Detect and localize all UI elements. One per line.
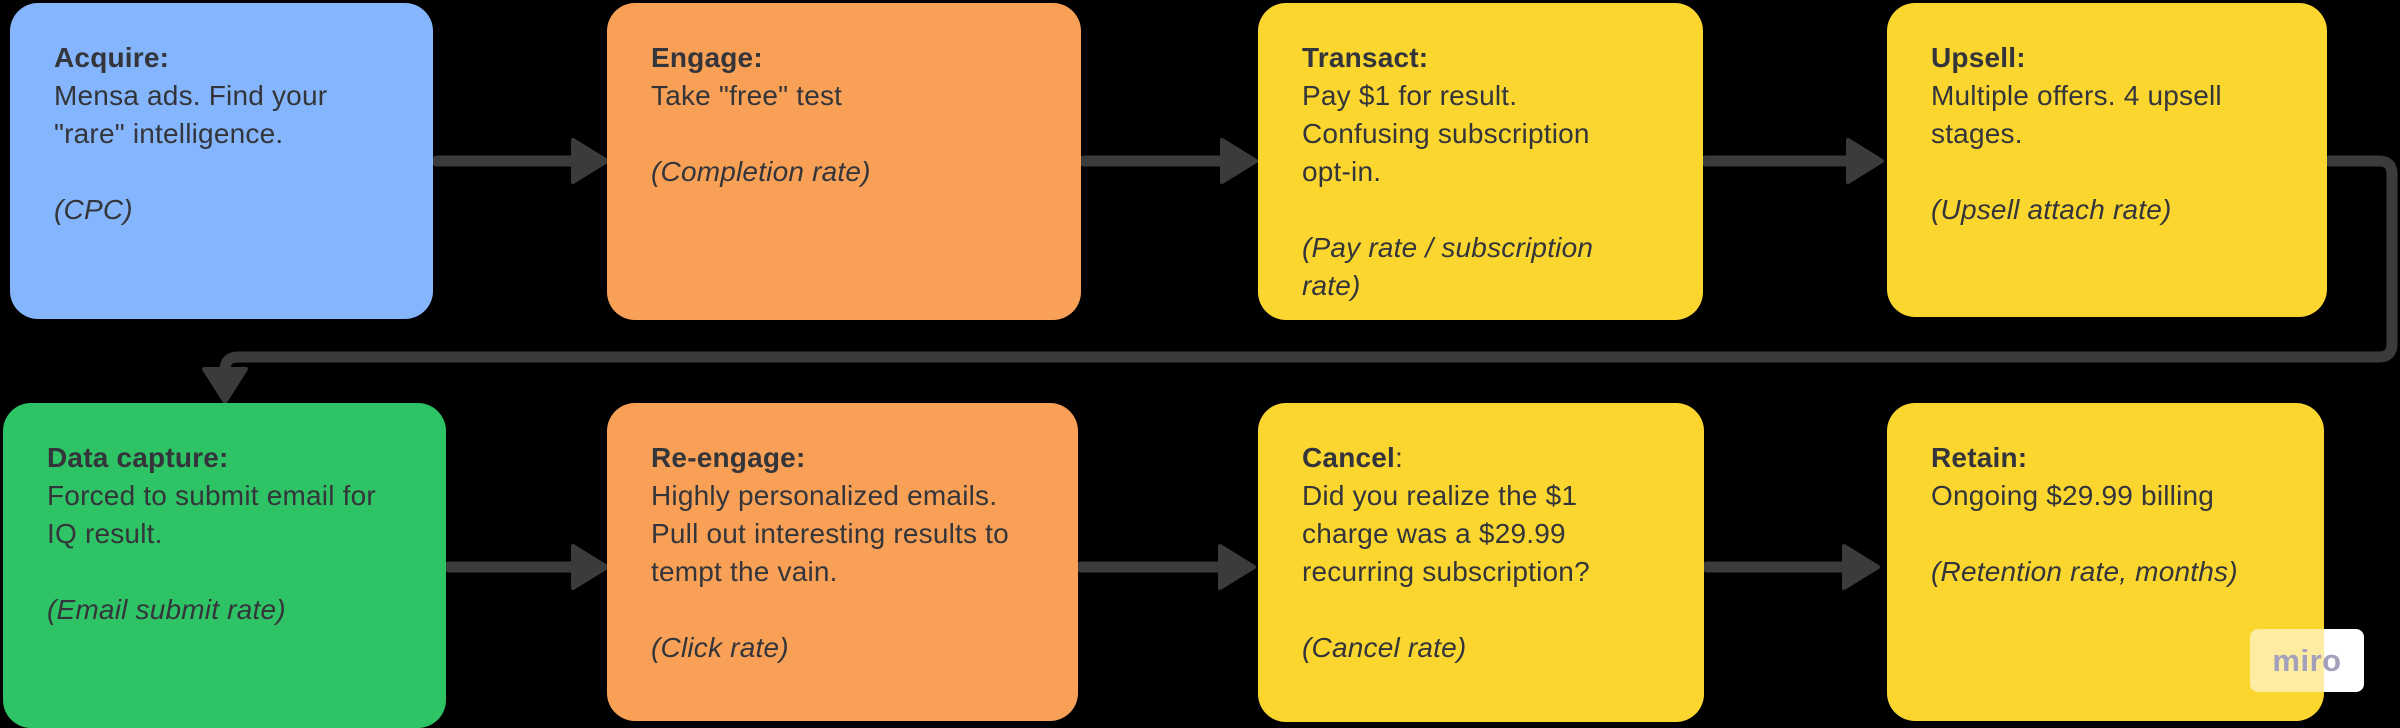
note-metric: (CPC) (54, 194, 133, 225)
sticky-note-upsell[interactable]: Upsell: Multiple offers. 4 upsell stages… (1887, 3, 2327, 317)
note-metric: (Email submit rate) (47, 594, 286, 625)
arrow-acquire-to-engage[interactable] (431, 138, 609, 184)
note-body: Pay $1 for result. Confusing subscriptio… (1302, 80, 1590, 187)
note-title: Re-engage: (651, 442, 806, 473)
sticky-note-data-capture[interactable]: Data capture: Forced to submit email for… (3, 403, 446, 728)
arrow-cancel-to-retain[interactable] (1701, 544, 1880, 590)
arrow-transact-to-upsell[interactable] (1700, 138, 1884, 184)
note-metric: (Cancel rate) (1302, 632, 1467, 663)
sticky-note-transact[interactable]: Transact: Pay $1 for result. Confusing s… (1258, 3, 1703, 320)
sticky-note-acquire[interactable]: Acquire: Mensa ads. Find your "rare" int… (10, 3, 433, 319)
note-metric: (Completion rate) (651, 156, 871, 187)
arrow-re-engage-to-cancel[interactable] (1075, 544, 1256, 590)
note-body: Did you realize the $1 charge was a $29.… (1302, 480, 1590, 587)
sticky-note-engage[interactable]: Engage: Take "free" test (Completion rat… (607, 3, 1081, 320)
note-metric: (Click rate) (651, 632, 789, 663)
note-metric: (Retention rate, months) (1931, 556, 2238, 587)
note-body: Multiple offers. 4 upsell stages. (1931, 80, 2222, 149)
note-body: Take "free" test (651, 80, 843, 111)
note-title: Upsell: (1931, 42, 2026, 73)
sticky-note-re-engage[interactable]: Re-engage: Highly personalized emails. P… (607, 403, 1078, 721)
note-metric: (Pay rate / subscription rate) (1302, 232, 1594, 301)
note-title: Cancel: (1302, 442, 1404, 473)
note-body: Highly personalized emails. Pull out int… (651, 480, 1009, 587)
note-title: Retain: (1931, 442, 2028, 473)
arrow-data-capture-to-re-engage[interactable] (443, 544, 609, 590)
note-title: Data capture: (47, 442, 229, 473)
note-body: Forced to submit email for IQ result. (47, 480, 376, 549)
note-title: Transact: (1302, 42, 1429, 73)
sticky-note-cancel[interactable]: Cancel: Did you realize the $1 charge wa… (1258, 403, 1704, 722)
note-metric: (Upsell attach rate) (1931, 194, 2172, 225)
note-title: Engage: (651, 42, 763, 73)
arrow-engage-to-transact[interactable] (1078, 138, 1258, 184)
miro-watermark: miro (2250, 629, 2364, 692)
note-body: Ongoing $29.99 billing (1931, 480, 2215, 511)
note-title: Acquire: (54, 42, 170, 73)
note-body: Mensa ads. Find your "rare" intelligence… (54, 80, 328, 149)
arrow-upsell-to-data-capture[interactable] (202, 155, 2398, 404)
miro-logo: miro (2272, 642, 2342, 678)
